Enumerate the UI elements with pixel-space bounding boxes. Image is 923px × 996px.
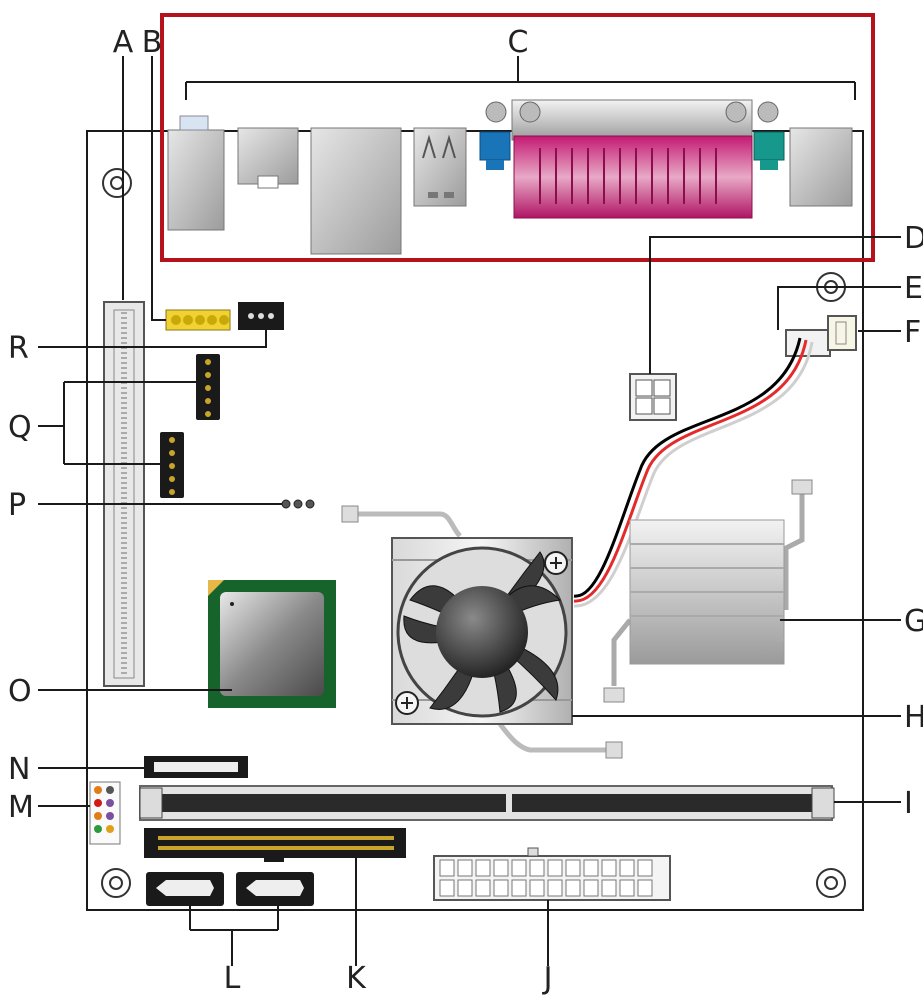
- vga-port: [790, 128, 852, 206]
- callout-label-a: A: [113, 25, 134, 60]
- cpu-fan-header: [786, 330, 830, 356]
- callout-label-r: R: [8, 331, 29, 366]
- callout-label-e: E: [904, 271, 923, 306]
- atx-power-connector: [434, 848, 670, 900]
- callout-label-h: H: [904, 700, 923, 735]
- callout-label-d: D: [904, 221, 923, 256]
- callout-label-o: O: [8, 674, 32, 709]
- callout-label-q: Q: [8, 410, 32, 445]
- callout-label-c: C: [508, 25, 529, 60]
- ps2-port: [168, 130, 224, 230]
- header-p: [282, 500, 314, 508]
- callout-label-i: I: [904, 786, 913, 821]
- parallel-port-housing: [512, 100, 752, 140]
- chipset: [208, 580, 336, 708]
- callout-label-m: M: [8, 790, 34, 825]
- callout-label-l: L: [224, 961, 241, 996]
- header-r: [238, 302, 284, 330]
- ide-connector: [144, 828, 406, 862]
- callout-label-g: G: [904, 604, 923, 639]
- front-usb-header-b: [166, 310, 230, 330]
- pci-slot: [104, 302, 144, 686]
- connector-n: [144, 756, 248, 778]
- cpu-fan: [392, 538, 572, 724]
- lan-port: [311, 128, 401, 254]
- callout-label-f: F: [904, 315, 921, 350]
- callout-label-p: P: [8, 488, 26, 523]
- front-panel-header: [90, 782, 120, 844]
- callout-label-n: N: [8, 752, 30, 787]
- callout-label-b: B: [142, 25, 163, 60]
- callout-label-j: J: [542, 961, 553, 996]
- callout-label-k: K: [346, 961, 367, 996]
- serial-port-right-latch: [754, 132, 784, 160]
- serial-port-left-latch: [480, 132, 510, 160]
- dimm-slot: [140, 786, 834, 820]
- usb-ports: [414, 128, 466, 206]
- atx12v-connector: [630, 374, 676, 420]
- system-fan-header: [828, 316, 856, 350]
